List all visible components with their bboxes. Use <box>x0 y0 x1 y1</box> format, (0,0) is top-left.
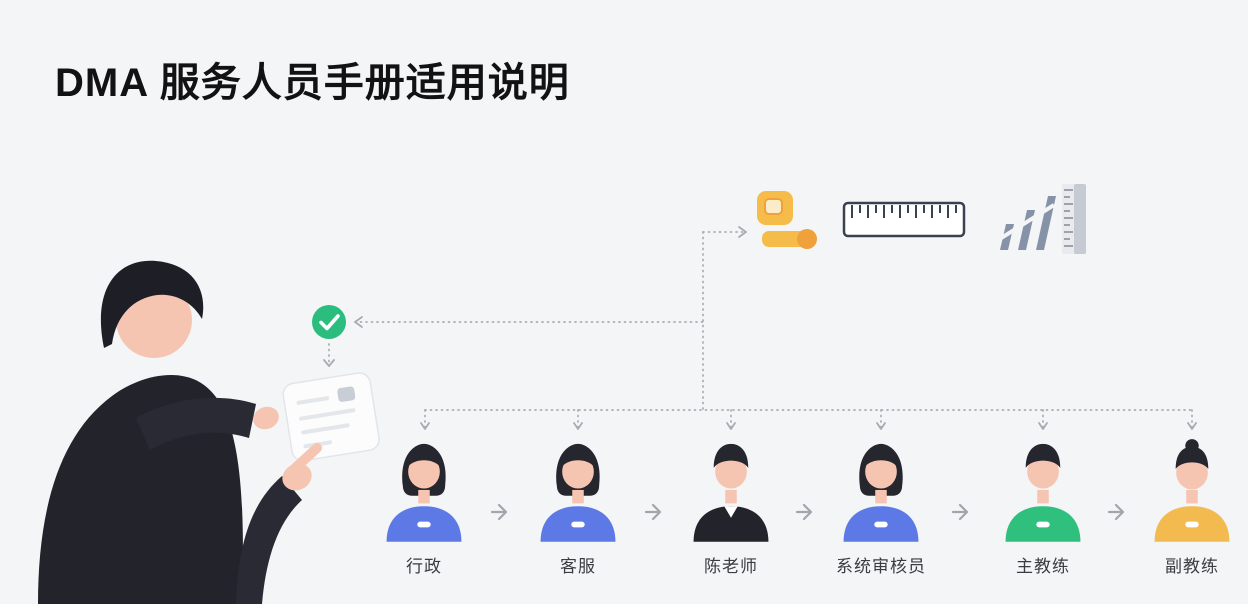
arrowhead-down-icon <box>1038 422 1048 430</box>
arrowhead-down-icon <box>573 422 583 430</box>
avatar-face <box>408 454 440 489</box>
avatar-fringe <box>562 448 594 466</box>
avatar-neck <box>572 489 584 504</box>
tablet-body <box>282 372 380 462</box>
avatar-face <box>865 454 897 489</box>
chart-slash <box>996 203 1056 242</box>
check-icon <box>312 305 346 339</box>
flow-arrow-icon <box>644 503 662 521</box>
avatar-icon <box>693 443 769 542</box>
avatar-neck <box>875 489 887 504</box>
role-item-xingzheng: 行政 <box>364 436 484 577</box>
role-label: 副教练 <box>1165 557 1219 576</box>
avatar-neck <box>725 489 737 504</box>
avatar-hair <box>713 443 749 468</box>
role-item-chenlaoshi: 陈老师 <box>671 436 791 577</box>
role-item-kefu: 客服 <box>518 436 638 577</box>
avatar-fringe <box>865 448 897 466</box>
flow-arrow-icon <box>795 503 813 521</box>
role-label: 主教练 <box>1016 557 1070 576</box>
avatar-collar <box>724 506 738 518</box>
tablet-icon <box>282 372 380 462</box>
role-label: 行政 <box>406 557 442 576</box>
avatar-face <box>562 454 594 489</box>
avatar-icon <box>540 443 616 542</box>
role-flow-arrows <box>490 503 1125 521</box>
avatar-hair <box>1175 446 1209 469</box>
role-item-zhujiaolian: 主教练 <box>983 436 1103 577</box>
role-label: 客服 <box>560 557 596 576</box>
avatar-face <box>1176 455 1208 490</box>
avatar-chest-dash <box>1036 521 1050 528</box>
connector-lines <box>328 231 1196 429</box>
ruler-body <box>842 201 966 238</box>
arrowhead-down-icon <box>420 422 430 430</box>
arrowhead-down-icon <box>1187 422 1197 430</box>
avatar-chest-dash <box>1185 521 1199 528</box>
person-pointing-finger <box>288 443 322 475</box>
avatar-chest-dash <box>571 521 585 528</box>
avatar-icon <box>1005 443 1081 542</box>
avatar-face <box>715 454 747 489</box>
avatar-body <box>693 506 769 542</box>
connector-arrowheads <box>323 226 1197 430</box>
stamp-knob-inset <box>764 198 783 215</box>
role-item-shenheyuan: 系统审核员 <box>821 436 941 577</box>
avatar-neck <box>1037 489 1049 504</box>
avatar-icon <box>1154 439 1230 542</box>
person-hand-holding <box>253 406 279 430</box>
role-label: 系统审核员 <box>836 557 926 576</box>
arrowhead-down-icon <box>323 359 335 367</box>
vertical-ruler-strip <box>1074 184 1086 254</box>
person-upper-arm <box>136 397 256 450</box>
person-illustration <box>38 260 380 604</box>
stamp-icon <box>757 191 817 249</box>
arrowhead-right-icon <box>738 226 747 238</box>
avatar-fringe <box>408 448 440 466</box>
person-lower-arm <box>236 476 302 604</box>
flow-arrow-icon <box>951 503 969 521</box>
person-hair <box>100 260 204 348</box>
role-label: 陈老师 <box>704 557 758 576</box>
avatar-hair <box>1025 443 1061 468</box>
stamp-base <box>762 231 808 247</box>
avatar-neck <box>418 489 430 504</box>
flow-arrow-icon <box>1107 503 1125 521</box>
ruler-icon <box>842 201 966 238</box>
check-circle <box>312 305 346 339</box>
chart-bar-medium <box>1018 210 1035 250</box>
vertical-ruler-ticks <box>1064 189 1073 247</box>
arrowhead-left-icon <box>354 316 363 328</box>
arrowhead-down-icon <box>876 422 886 430</box>
ruler-ticks <box>851 205 957 218</box>
avatar-icon <box>386 443 462 542</box>
avatar-icon <box>843 443 919 542</box>
measure-chart-icon <box>996 184 1086 254</box>
check-mark <box>319 314 340 331</box>
tablet-thumbnail <box>337 386 356 402</box>
avatar-chest-dash <box>874 521 888 528</box>
flow-arrow-icon <box>490 503 508 521</box>
role-item-fujiaolian: 副教练 <box>1132 436 1248 577</box>
avatar-neck <box>1186 489 1198 504</box>
avatar-face <box>1027 454 1059 489</box>
arrowhead-down-icon <box>726 422 736 430</box>
chart-bar-tall <box>1036 196 1056 250</box>
avatar-chest-dash <box>417 521 431 528</box>
stamp-dot <box>797 229 817 249</box>
page-title: DMA 服务人员手册适用说明 <box>55 61 570 105</box>
